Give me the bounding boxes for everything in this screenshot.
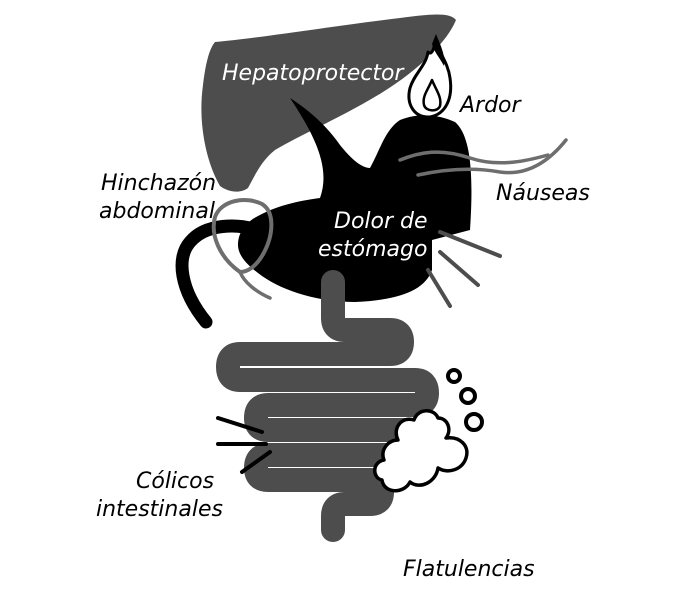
balloon-icon (211, 198, 274, 275)
gas-bubble-medium (459, 387, 477, 405)
label-dolor-line1: Dolor de (334, 209, 428, 234)
label-colicos-line1: Cólicos (136, 469, 214, 494)
flame-inner-icon (422, 78, 442, 112)
label-ardor: Ardor (458, 93, 523, 118)
label-dolor-line2: estómago (318, 237, 427, 262)
stomach-shape (238, 98, 472, 302)
pain-ray-3 (426, 268, 452, 308)
duodenum-curl (175, 219, 269, 329)
label-flatulencias: Flatulencias (403, 557, 535, 582)
label-hinchazon-line2: abdominal (99, 199, 215, 224)
nausea-wave-2 (416, 138, 568, 177)
label-colicos-line2: intestinales (96, 497, 223, 522)
colic-ray-3 (240, 450, 272, 474)
small-intestine (216, 270, 439, 542)
gas-bubble-small (446, 368, 462, 384)
balloon-string (238, 270, 272, 300)
gas-cloud-icon (373, 409, 469, 493)
pain-ray-2 (438, 250, 480, 287)
label-nauseas: Náuseas (496, 181, 590, 206)
flame-tip-icon (432, 34, 445, 66)
label-hinchazon-line1: Hinchazón (101, 171, 216, 196)
liver-shape (201, 14, 456, 192)
colic-ray-1 (216, 416, 264, 434)
label-hepatoprotector: Hepatoprotector (222, 61, 405, 86)
gas-bubble-large (464, 412, 484, 432)
nausea-wave-1 (398, 150, 550, 165)
pain-ray-1 (438, 230, 502, 258)
